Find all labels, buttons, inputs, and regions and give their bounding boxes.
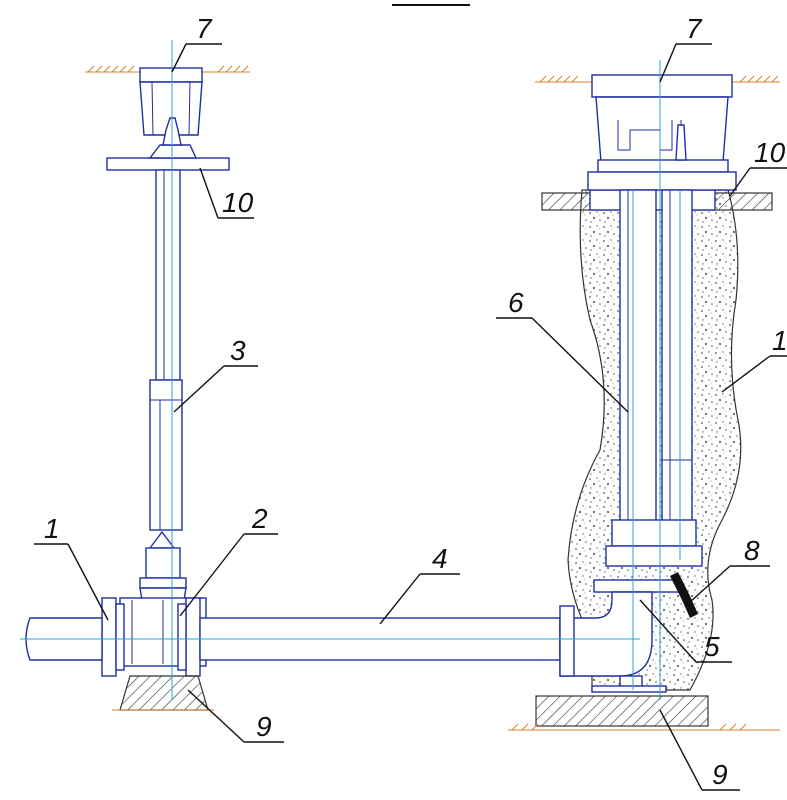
label-encasement-right: 1 xyxy=(772,325,787,356)
label-surface-box-right: 7 xyxy=(686,13,703,44)
seal xyxy=(670,572,698,618)
vertical-casing xyxy=(605,189,703,567)
pipe-bend xyxy=(559,579,681,693)
pipe-flange-right xyxy=(559,605,575,677)
label-pipe: 4 xyxy=(432,543,448,574)
center-lines xyxy=(20,40,681,700)
label-support-right: 9 xyxy=(712,759,728,790)
label-valve-left: 1 xyxy=(44,513,60,544)
leader-lines xyxy=(34,43,787,791)
surface-box-left xyxy=(139,67,203,136)
label-slab-right: 10 xyxy=(754,137,786,168)
label-casing: 6 xyxy=(508,287,524,318)
label-bend: 5 xyxy=(704,631,720,662)
support-right xyxy=(508,695,780,731)
surface-box-right xyxy=(587,74,737,191)
label-extension-rod: 3 xyxy=(230,335,246,366)
slab-right xyxy=(541,189,773,211)
support-left xyxy=(112,675,214,711)
label-surface-box-left: 7 xyxy=(196,13,213,44)
label-gate-valve: 2 xyxy=(251,503,268,534)
label-slab-left: 10 xyxy=(222,187,254,218)
extension-rod xyxy=(149,169,183,531)
slab-left xyxy=(106,110,230,171)
label-seal: 8 xyxy=(744,535,760,566)
label-support-left: 9 xyxy=(256,711,272,742)
